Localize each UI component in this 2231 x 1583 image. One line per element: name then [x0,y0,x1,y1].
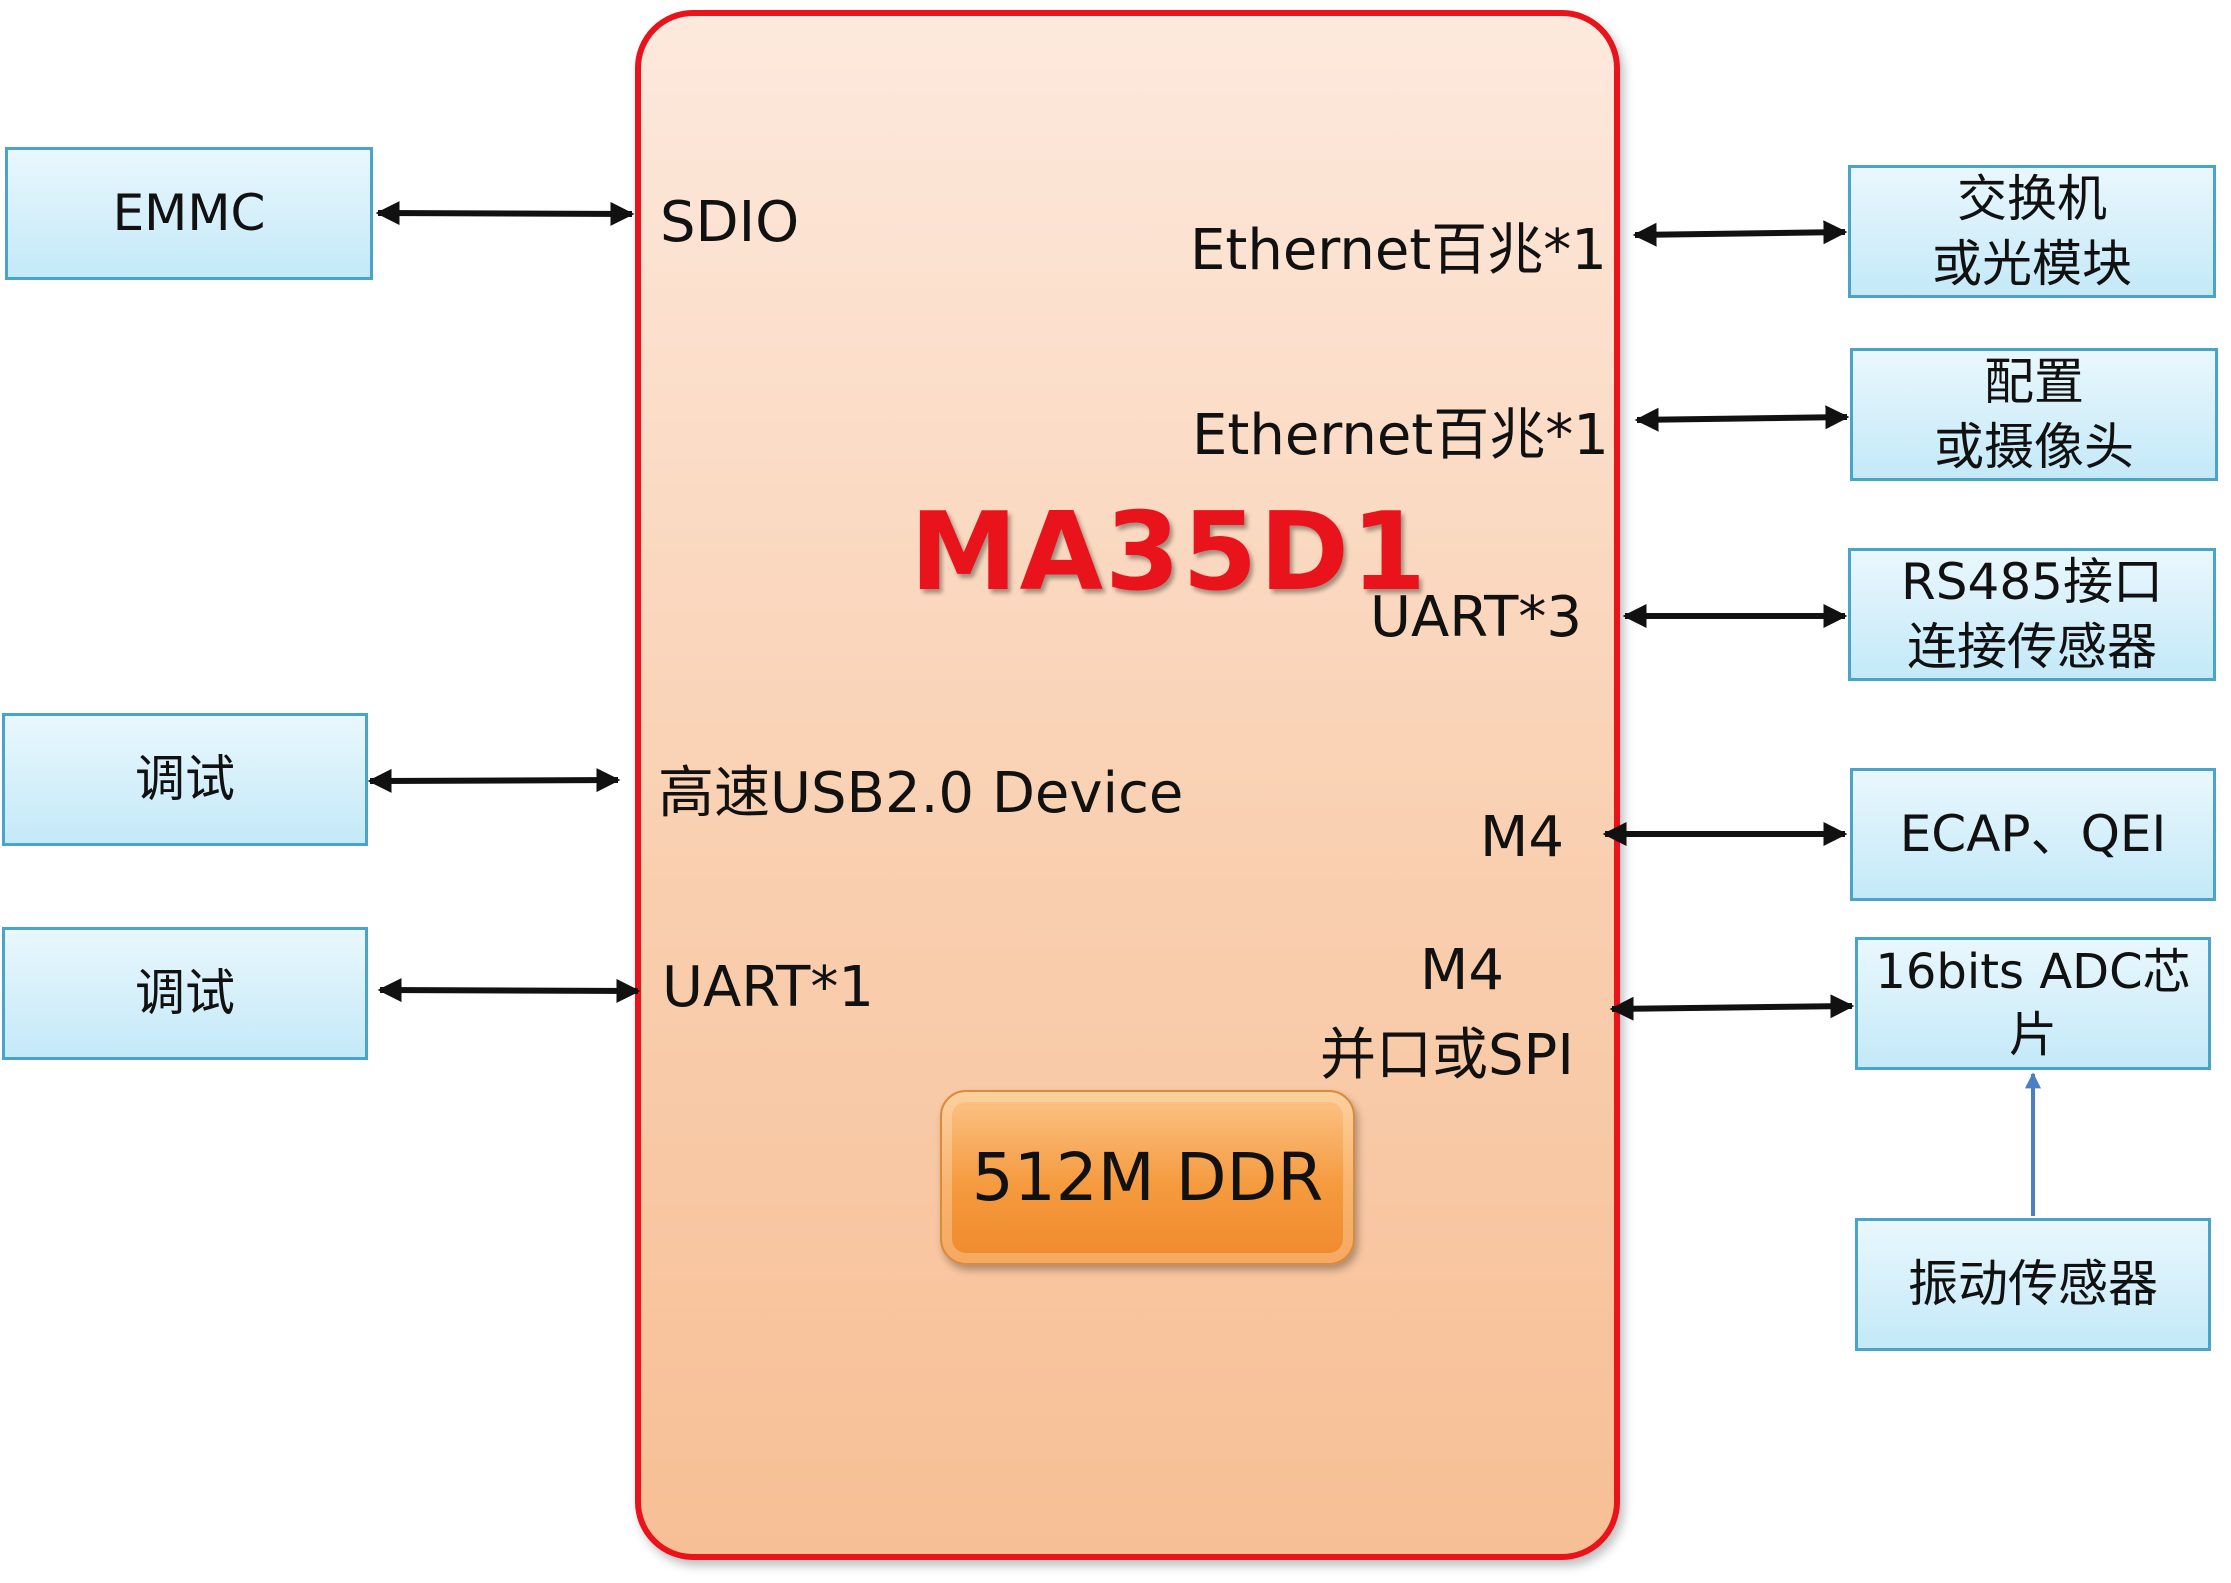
arrow-debug2-uart1 [377,978,641,1003]
ecap-label: ECAP、QEI [1899,805,2167,863]
port-ethernet-2: Ethernet百兆*1 [1192,403,1609,468]
chip-title: MA35D1 [910,490,1429,615]
port-m4: M4 [1480,805,1564,870]
port-uart-1: UART*1 [662,955,874,1020]
port-ethernet-1: Ethernet百兆*1 [1190,218,1607,283]
debug-label-1: 调试 [135,750,235,808]
arrow-eth1-switch [1632,220,1848,247]
rs485-block: RS485接口 连接传感器 [1848,548,2216,681]
ecap-qei-block: ECAP、QEI [1850,768,2216,901]
switch-module-block: 交换机 或光模块 [1848,165,2216,298]
emmc-label: EMMC [112,184,266,242]
vibration-sensor-block: 振动传感器 [1855,1218,2211,1351]
arrow-emmc-sdio [375,201,635,226]
emmc-block: EMMC [5,147,373,280]
rs485-label-line2: 连接传感器 [1906,617,2157,676]
port-usb: 高速USB2.0 Device [658,761,1184,826]
switch-label-line2: 或光模块 [1932,234,2132,293]
port-m4-spi-line2: 并口或SPI [1320,1023,1574,1088]
adc-label: 16bits ADC芯片 [1875,944,2191,1063]
debug-label-2: 调试 [135,964,235,1022]
port-m4-spi-line1: M4 [1420,938,1504,1003]
debug-block-1: 调试 [2,713,368,846]
ma35d1-chip-body [635,10,1620,1560]
debug-block-2: 调试 [2,927,368,1060]
arrow-eth2-config [1634,405,1850,432]
switch-label-line1: 交换机 [1957,169,2107,228]
config-camera-block: 配置 或摄像头 [1850,348,2218,481]
port-sdio: SDIO [660,190,800,255]
config-label-line2: 或摄像头 [1934,417,2134,476]
rs485-label-line1: RS485接口 [1901,552,2163,611]
vibration-label: 振动传感器 [1908,1255,2158,1313]
arrow-m4spi-adc [1609,994,1855,1021]
port-uart-3: UART*3 [1370,585,1582,650]
arrow-debug1-usb [367,768,621,793]
ddr-memory-block: 512M DDR [940,1090,1355,1265]
adc-chip-block: 16bits ADC芯片 [1855,937,2211,1070]
config-label-line1: 配置 [1984,352,2084,411]
